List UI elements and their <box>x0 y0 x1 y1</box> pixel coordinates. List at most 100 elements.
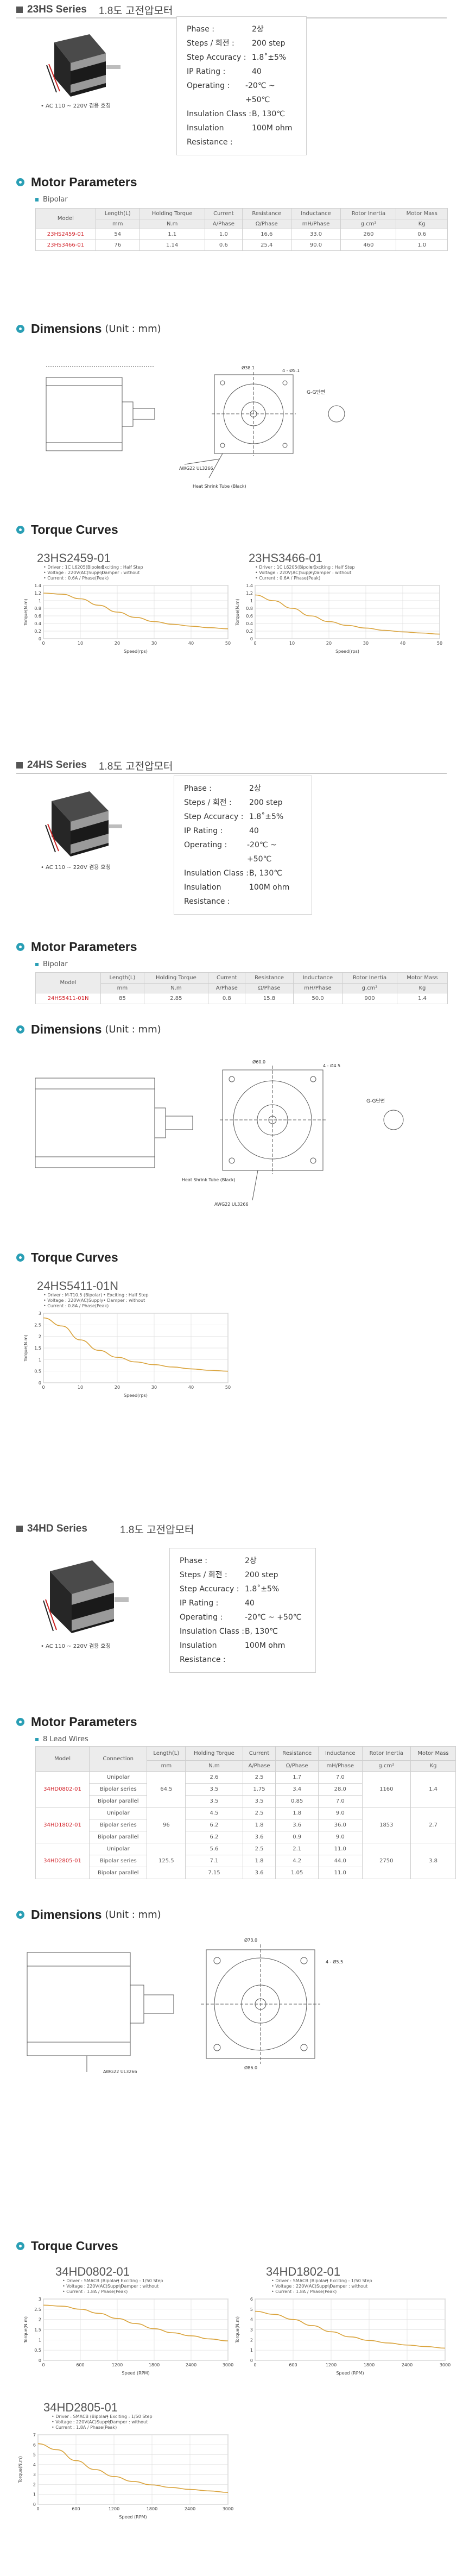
column-header: Model <box>35 972 102 993</box>
column-header: Rotor Inertia <box>361 1746 411 1761</box>
table-cell: 50.0 <box>293 993 343 1004</box>
spec-value: 100M ohm <box>252 124 293 133</box>
column-header: Resistance <box>242 208 291 219</box>
section-motor-parameters-23hs: Motor Parameters <box>16 174 137 190</box>
connection-cell: Unipolar <box>88 1807 148 1819</box>
meta-line: • Driver : SMACB (Bipolar) <box>62 2278 119 2283</box>
spec-key: Operating : <box>184 841 227 849</box>
spec-value: 2상 <box>252 25 264 34</box>
spec-row: Phase :2상 <box>187 22 296 36</box>
table-cell: 90.0 <box>290 240 341 251</box>
meta-line: • Current : 1.8A / Phase(Peak) <box>52 2425 117 2430</box>
x-tick-label: 30 <box>363 641 369 646</box>
x-tick-label: 3000 <box>440 2363 451 2367</box>
drawing-label: 4 - Ø4.5 <box>323 1063 340 1068</box>
motor-photo-24hs <box>45 791 122 856</box>
spec-key: Insulation Resistance : <box>184 883 230 906</box>
section-bullet-icon <box>16 324 24 333</box>
table-cell: 5.6 <box>185 1843 243 1855</box>
section-bullet-icon <box>16 1025 24 1034</box>
spec-value: B, 130℃ <box>249 869 282 878</box>
section-torque-curves-23hs: Torque Curves <box>16 521 118 538</box>
chart-meta-left: • Driver : SMACB (Bipolar) • Voltage : 2… <box>271 2278 337 2295</box>
section-dimensions-24hs: Dimensions (Unit : mm) <box>16 1021 161 1037</box>
y-tick-label: 0.8 <box>34 606 41 611</box>
section-title: Motor Parameters <box>31 174 137 189</box>
section-title: Dimensions <box>31 1907 102 1922</box>
connection-type-label: Bipolar <box>35 960 68 968</box>
y-tick-label: 6 <box>33 2442 36 2447</box>
table-cell: 1.4 <box>410 1771 456 1807</box>
spec-key: IP Rating : <box>184 827 223 835</box>
spec-row: Insulation Resistance : 100M ohm <box>184 880 302 909</box>
table-cell: 7.0 <box>318 1771 363 1784</box>
y-tick-label: 0.2 <box>34 629 41 634</box>
spec-value: 100M ohm <box>249 883 290 892</box>
y-tick-label: 1.4 <box>246 583 253 588</box>
x-tick-label: 50 <box>225 641 231 646</box>
y-tick-label: 0 <box>250 2358 253 2363</box>
y-tick-label: 0.5 <box>34 2348 41 2353</box>
spec-row: Step Accuracy :1.8˚±5% <box>184 810 302 824</box>
connection-type-label: 8 Lead Wires <box>35 1735 88 1743</box>
section-bullet-icon <box>16 2241 24 2250</box>
column-header: Length(L) <box>147 1746 186 1761</box>
x-axis-label: Speed (RPM) <box>122 2371 149 2376</box>
model-cell: 34HD0802-01 <box>35 1771 90 1807</box>
series-marker-icon <box>16 7 23 13</box>
meta-line: • Exciting : 1/50 Step <box>326 2278 372 2283</box>
photo-caption: • AC 110 ~ 220V 겸용 호칭 <box>41 1643 111 1649</box>
meta-line: • Damper : without <box>98 570 140 575</box>
meta-line: • Driver : SMACB (Bipolar) <box>271 2278 328 2283</box>
spec-value: 100M ohm <box>245 1641 286 1650</box>
unit-cell: A/Phase <box>208 983 246 993</box>
meta-line: • Exciting : 1/50 Step <box>106 2414 153 2419</box>
table-cell: 85 <box>100 993 144 1004</box>
section-motor-parameters-24hs: Motor Parameters <box>16 939 137 955</box>
spec-value: 200 step <box>245 1571 278 1579</box>
table-cell: 15.8 <box>245 993 294 1004</box>
chart-meta-right: • Exciting : Half Step • Damper : withou… <box>309 565 355 576</box>
drawing-label: G-G단면 <box>307 389 325 395</box>
table-cell: 1160 <box>361 1771 411 1807</box>
x-tick-label: 0 <box>42 1385 45 1390</box>
section-dimensions-34hd: Dimensions (Unit : mm) <box>16 1906 161 1923</box>
chart-title: 34HD1802-01 <box>266 2265 340 2278</box>
y-tick-label: 2.5 <box>34 2307 41 2312</box>
drawing-label: AWG22 UL3266 <box>214 1202 249 1207</box>
spec-value: 2상 <box>249 784 261 793</box>
x-tick-label: 0 <box>42 641 45 646</box>
spec-row: Steps / 회전 :200 step <box>187 36 296 51</box>
x-tick-label: 50 <box>437 641 442 646</box>
spec-row: Insulation Class :B, 130℃ <box>187 107 296 121</box>
table-cell: 1.1 <box>139 229 205 240</box>
unit-cell: A/Phase <box>204 219 243 229</box>
y-tick-label: 0 <box>39 1381 41 1385</box>
y-tick-label: 0.4 <box>246 621 253 626</box>
section-bullet-icon <box>16 525 24 534</box>
y-axis-label: Torque(N.m) <box>23 599 28 626</box>
x-axis-label: Speed(rps) <box>124 1393 148 1398</box>
column-header: Holding Torque <box>143 972 209 984</box>
unit-cell: g.cm² <box>342 983 397 993</box>
section-title: Dimensions <box>31 321 102 336</box>
table-cell: 2.6 <box>185 1771 243 1784</box>
x-tick-label: 1800 <box>147 2506 157 2511</box>
spec-row: Operating :-20℃ ~ +50℃ <box>187 79 296 107</box>
x-tick-label: 10 <box>78 1385 83 1390</box>
drawing-label: AWG22 UL3266 <box>179 466 213 471</box>
section-bullet-icon <box>16 1717 24 1726</box>
chart-meta-left: • Driver : SMACB (Bipolar) • Voltage : 2… <box>52 2414 117 2430</box>
y-tick-label: 6 <box>250 2297 253 2302</box>
connection-cell: Unipolar <box>88 1771 148 1784</box>
spec-value: 200 step <box>249 798 283 807</box>
spec-row: Phase :2상 <box>180 1554 306 1568</box>
y-tick-label: 1 <box>250 599 253 603</box>
y-tick-label: 3 <box>250 2328 253 2333</box>
section-bullet-icon <box>16 178 24 186</box>
column-header: Inductance <box>290 208 341 219</box>
meta-line: • Exciting : Half Step <box>103 1293 149 1298</box>
